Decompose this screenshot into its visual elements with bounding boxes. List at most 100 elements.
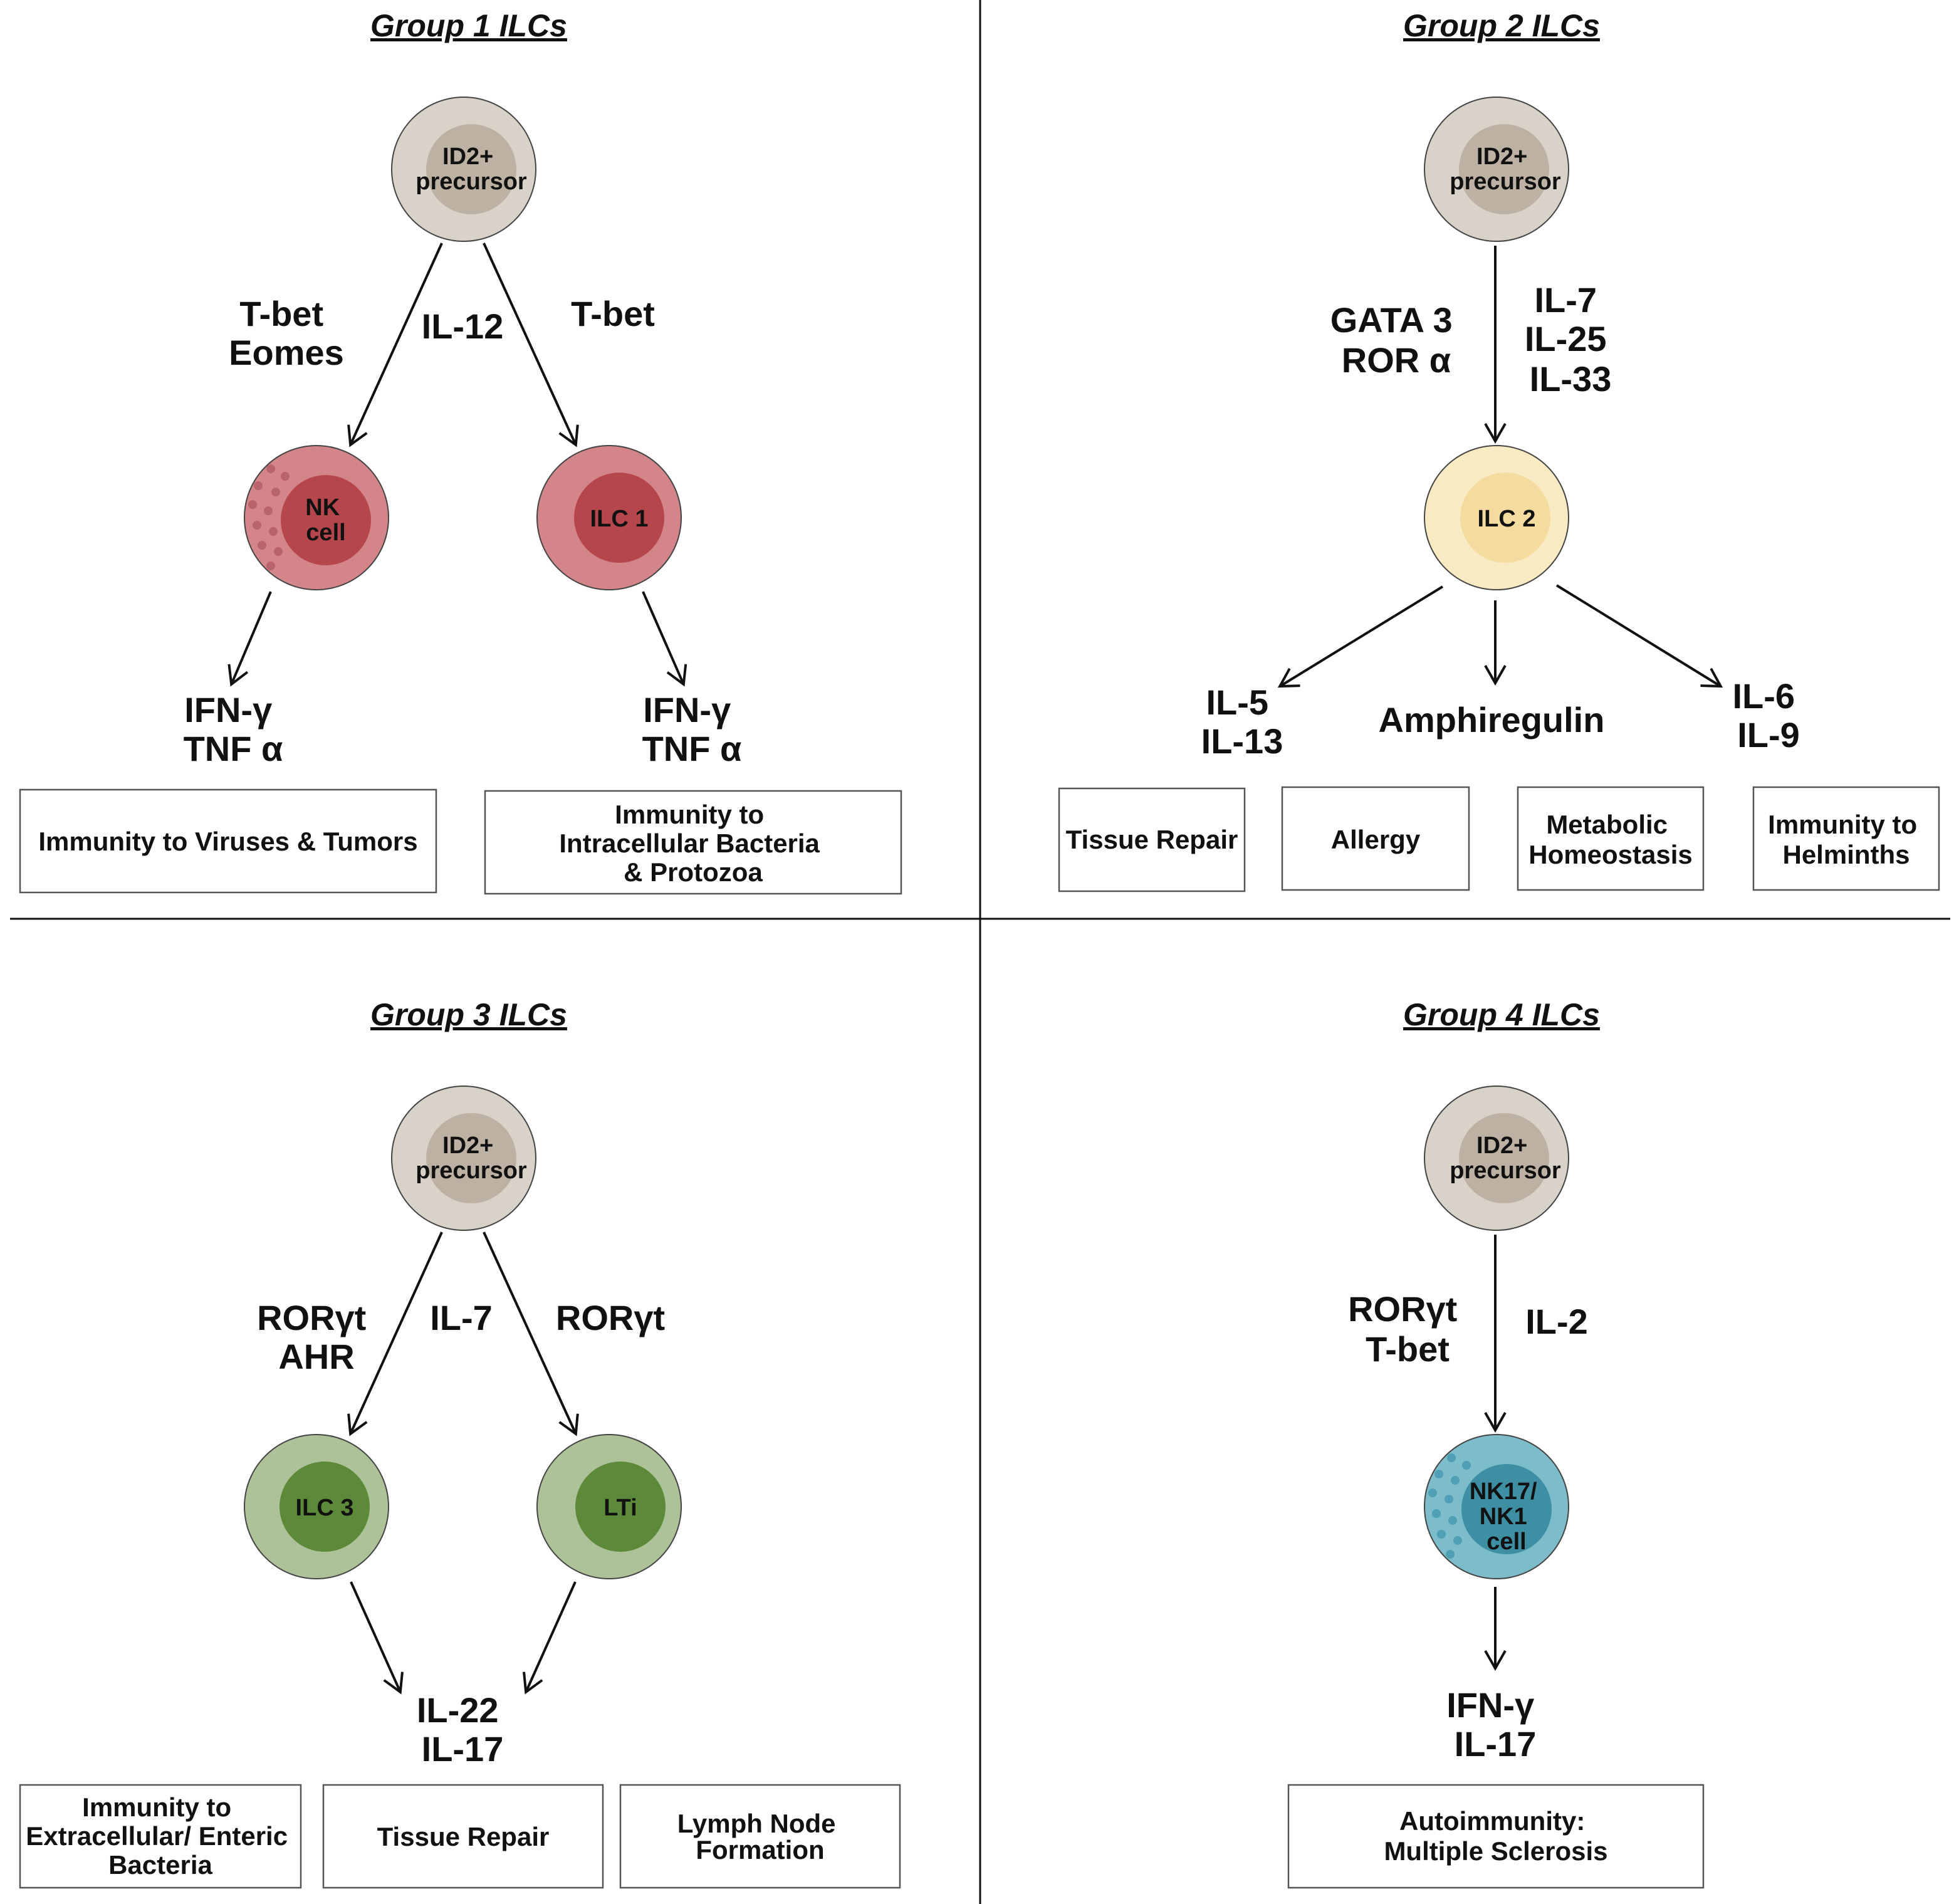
cell-label: ILC 2: [1478, 506, 1536, 532]
panel-title: Group 3 ILCs: [370, 997, 567, 1032]
factor-label: IL-7: [430, 1298, 493, 1337]
output-label: IFN-γ: [643, 690, 731, 730]
granulated-cell-icon: NK cell: [244, 445, 389, 590]
function-label: Lymph Node: [677, 1809, 836, 1838]
arrow: [642, 591, 687, 687]
function-label: Metabolic: [1546, 810, 1668, 839]
svg-text:IL-2: IL-2: [1525, 1302, 1588, 1341]
output-label: Amphiregulin: [1379, 700, 1605, 740]
cell-label: precursor: [1450, 1158, 1561, 1184]
function-label: Allergy: [1331, 825, 1421, 854]
panel-group-4: Group 4 ILCs ID2+ precursor RORγt T-bet …: [1287, 997, 1705, 1889]
svg-text:Lymph Node Formation: Lymph Node Formation: [677, 1809, 843, 1865]
factor-label: IL-33: [1530, 359, 1612, 399]
function-label: Intracellular Bacteria: [559, 829, 820, 858]
factor-label: T-bet: [239, 294, 323, 333]
function-label: Tissue Repair: [377, 1822, 550, 1851]
panel-group-3: Group 3 ILCs ID2+ precursor RORγt AHR IL…: [19, 997, 901, 1889]
svg-text:NK cell: NK cell: [305, 494, 346, 546]
panel-title: Group 2 ILCs: [1403, 8, 1600, 43]
factor-label: IL-7: [1534, 280, 1597, 320]
cell-nucleus: [281, 475, 371, 565]
svg-text:LTi: LTi: [603, 1495, 637, 1521]
cell-nucleus: [1459, 124, 1549, 214]
arrow: [1277, 585, 1444, 688]
svg-text:Tissue Repair: Tissue Repair: [377, 1822, 550, 1851]
function-label: Helminths: [1782, 840, 1910, 869]
svg-text:IL-12: IL-12: [422, 306, 504, 346]
output-label: IFN-γ: [1446, 1685, 1534, 1725]
granules: [1428, 1453, 1471, 1559]
output-label: IL-9: [1737, 715, 1800, 755]
cell-label: ID2+: [442, 144, 493, 170]
cell-nucleus: [1461, 1464, 1552, 1554]
svg-text:ILC 3: ILC 3: [296, 1495, 354, 1521]
function-label: Multiple Sclerosis: [1384, 1836, 1607, 1866]
svg-text:IL-6 IL-9: IL-6 IL-9: [1732, 676, 1804, 755]
output-label: IL-17: [422, 1729, 504, 1769]
precursor-cell-icon: ID2+ precursor: [1424, 1085, 1569, 1231]
function-label: Tissue Repair: [1066, 825, 1238, 854]
function-box: Immunity to Helminths: [1752, 786, 1940, 891]
granules: [248, 464, 290, 570]
cell-label: NK1: [1480, 1504, 1527, 1530]
cell-label: NK17/: [1470, 1478, 1537, 1505]
factor-label: RORγt: [556, 1298, 665, 1337]
output-label: TNF α: [184, 729, 283, 768]
cell-icon: ILC 1: [536, 445, 682, 590]
function-box: Autoimmunity: Multiple Sclerosis: [1287, 1784, 1705, 1889]
svg-text:NK17/ NK1 cell: NK17/ NK1 cell: [1470, 1478, 1544, 1555]
svg-text:IFN-γ TNF α: IFN-γ TNF α: [642, 690, 742, 768]
svg-text:T-bet: T-bet: [571, 294, 655, 333]
cell-label: cell: [306, 520, 345, 546]
cell-nucleus: [426, 124, 516, 214]
svg-text:IL-7: IL-7: [430, 1298, 493, 1337]
cell-label: NK: [305, 494, 340, 521]
cell-nucleus: [1460, 473, 1550, 563]
function-box: Lymph Node Formation: [619, 1784, 901, 1889]
function-box: Immunity to Intracellular Bacteria & Pro…: [484, 790, 902, 895]
svg-text:ILC 1: ILC 1: [590, 506, 649, 532]
function-label: Extracellular/ Enteric: [26, 1821, 288, 1851]
output-label: IL-5: [1206, 683, 1268, 722]
svg-text:IFN-γ IL-17: IFN-γ IL-17: [1446, 1685, 1544, 1764]
cell-label: precursor: [1450, 169, 1561, 195]
panel-group-2: Group 2 ILCs ID2+ precursor GATA 3 ROR α…: [1058, 8, 1940, 892]
precursor-cell-icon: ID2+ precursor: [391, 97, 536, 242]
panel-title: Group 1 ILCs: [370, 8, 567, 43]
function-label: Bacteria: [108, 1850, 212, 1880]
output-label: IL-6: [1732, 676, 1795, 716]
svg-text:Metabolic Homeostasis: Metabolic Homeostasis: [1528, 810, 1692, 869]
arrow: [523, 1581, 577, 1695]
arrow: [347, 1232, 443, 1436]
cell-label: LTi: [603, 1495, 637, 1521]
function-box: Immunity to Extracellular/ Enteric Bacte…: [19, 1784, 302, 1889]
factor-label: IL-2: [1525, 1302, 1588, 1341]
cell-label: ILC 1: [590, 506, 649, 532]
svg-text:Allergy: Allergy: [1331, 825, 1421, 854]
factor-label: T-bet: [1366, 1329, 1450, 1369]
arrow: [483, 1232, 579, 1436]
svg-text:Immunity to Extracellu: Immunity to Extracellular/ Enteric Bacte…: [26, 1792, 295, 1880]
svg-text:GATA 3 ROR α: GATA 3 ROR α: [1330, 300, 1463, 380]
output-label: IL-13: [1201, 721, 1283, 761]
cell-label: ILC 3: [296, 1495, 354, 1521]
function-box: Tissue Repair: [322, 1784, 604, 1889]
svg-text:ID2+ precursor: ID2+ precursor: [415, 144, 527, 195]
arrow: [1555, 584, 1723, 688]
function-label: Immunity to: [615, 800, 764, 829]
function-label: Homeostasis: [1528, 840, 1692, 869]
svg-text:ID2+ precursor: ID2+ precursor: [1450, 1132, 1561, 1184]
cell-nucleus: [574, 473, 664, 563]
precursor-cell-icon: ID2+ precursor: [1424, 97, 1569, 242]
factor-label: IL-12: [422, 306, 504, 346]
svg-text:RORγt AHR: RORγt AHR: [257, 1298, 376, 1376]
svg-text:T-bet Eomes: T-bet Eomes: [229, 294, 344, 372]
svg-text:IL-22 IL-17: IL-22 IL-17: [417, 1690, 508, 1769]
cell-icon: ILC 3: [244, 1434, 389, 1579]
output-label: IL-17: [1455, 1724, 1537, 1764]
svg-text:Immunity to Intracellu: Immunity to Intracellular Bacteria & Pro…: [559, 800, 827, 887]
function-box: Immunity to Viruses & Tumors: [19, 788, 437, 894]
svg-text:Tissue Repair: Tissue Repair: [1066, 825, 1238, 854]
